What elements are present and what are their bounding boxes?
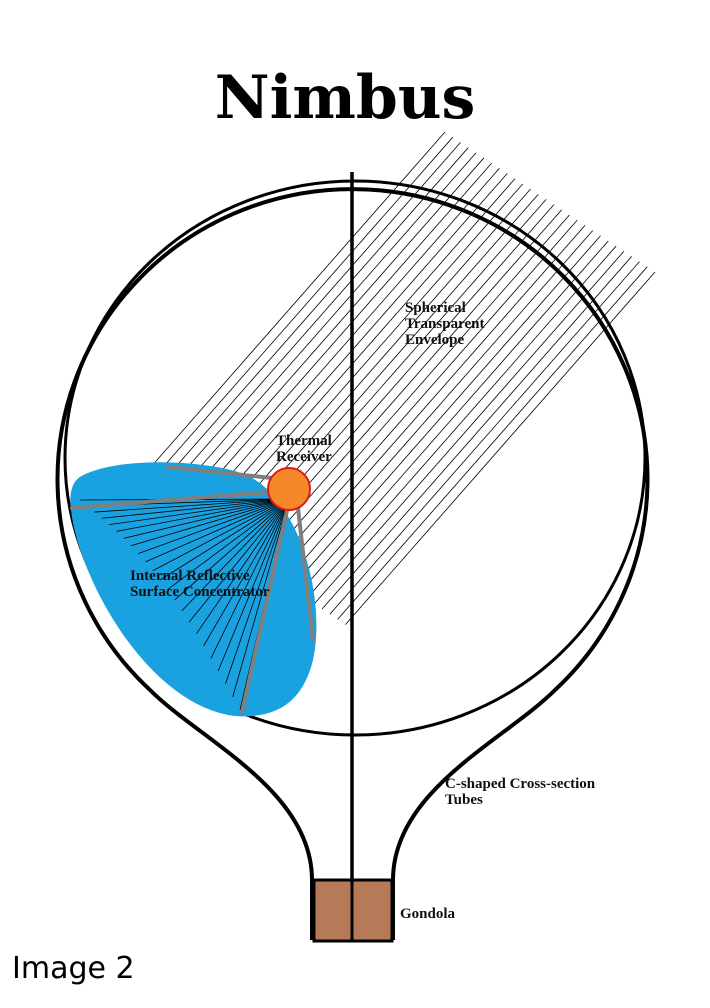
- strut-2: [166, 465, 274, 480]
- solar-ray: [345, 271, 656, 625]
- solar-ray: [337, 266, 648, 620]
- solar-ray: [298, 240, 609, 594]
- reflected-ray: [225, 498, 290, 684]
- gondola-label: Gondola: [400, 906, 456, 922]
- solar-ray: [282, 230, 594, 584]
- reflected-ray: [123, 498, 290, 539]
- solar-ray: [290, 235, 601, 589]
- reflected-ray: [152, 498, 290, 572]
- solar-ray: [275, 225, 586, 579]
- reflected-rays: [79, 498, 290, 711]
- reflected-ray: [101, 498, 290, 519]
- envelope-label: Spherical Transparent Envelope: [405, 300, 488, 348]
- solar-ray: [158, 147, 469, 501]
- reflected-ray: [116, 498, 290, 532]
- solar-ray: [313, 250, 625, 605]
- reflected-ray: [181, 498, 290, 612]
- reflected-ray: [138, 498, 290, 554]
- reflected-ray: [94, 498, 290, 513]
- solar-ray: [150, 142, 461, 496]
- reflected-ray: [203, 498, 290, 647]
- image-caption: Image 2: [12, 951, 135, 986]
- receiver-label: Thermal Receiver: [276, 433, 336, 465]
- spherical-transparent-envelope: [63, 179, 647, 737]
- support-struts: [70, 465, 315, 714]
- reflected-ray: [145, 498, 290, 563]
- diagram-title: Nimbus: [215, 63, 475, 133]
- concentrator-label: Internal Reflective Surface Concentrator: [130, 568, 270, 600]
- reflected-ray: [210, 498, 290, 659]
- reflected-ray: [196, 498, 290, 635]
- solar-ray: [259, 214, 570, 568]
- strut-3: [240, 504, 290, 714]
- solar-ray: [306, 245, 617, 599]
- strut-4: [296, 506, 315, 642]
- solar-ray: [173, 157, 485, 511]
- thermal-receiver: [267, 467, 311, 511]
- reflected-ray: [188, 498, 290, 623]
- reflected-ray: [130, 498, 290, 547]
- tubes-label: C-shaped Cross-section Tubes: [445, 776, 599, 808]
- solar-ray: [181, 162, 492, 516]
- solar-ray: [205, 178, 516, 532]
- reflected-ray: [109, 498, 290, 526]
- reflected-ray: [232, 498, 290, 698]
- solar-ray: [321, 256, 632, 610]
- solar-ray: [189, 168, 500, 522]
- reflected-ray: [167, 498, 290, 591]
- solar-ray: [267, 219, 578, 574]
- solar-ray: [329, 261, 640, 615]
- reflected-ray: [159, 498, 290, 581]
- solar-ray: [142, 136, 454, 491]
- strut-1: [70, 490, 270, 510]
- reflected-ray: [174, 498, 290, 601]
- reflected-ray: [217, 498, 290, 672]
- solar-ray: [166, 152, 477, 506]
